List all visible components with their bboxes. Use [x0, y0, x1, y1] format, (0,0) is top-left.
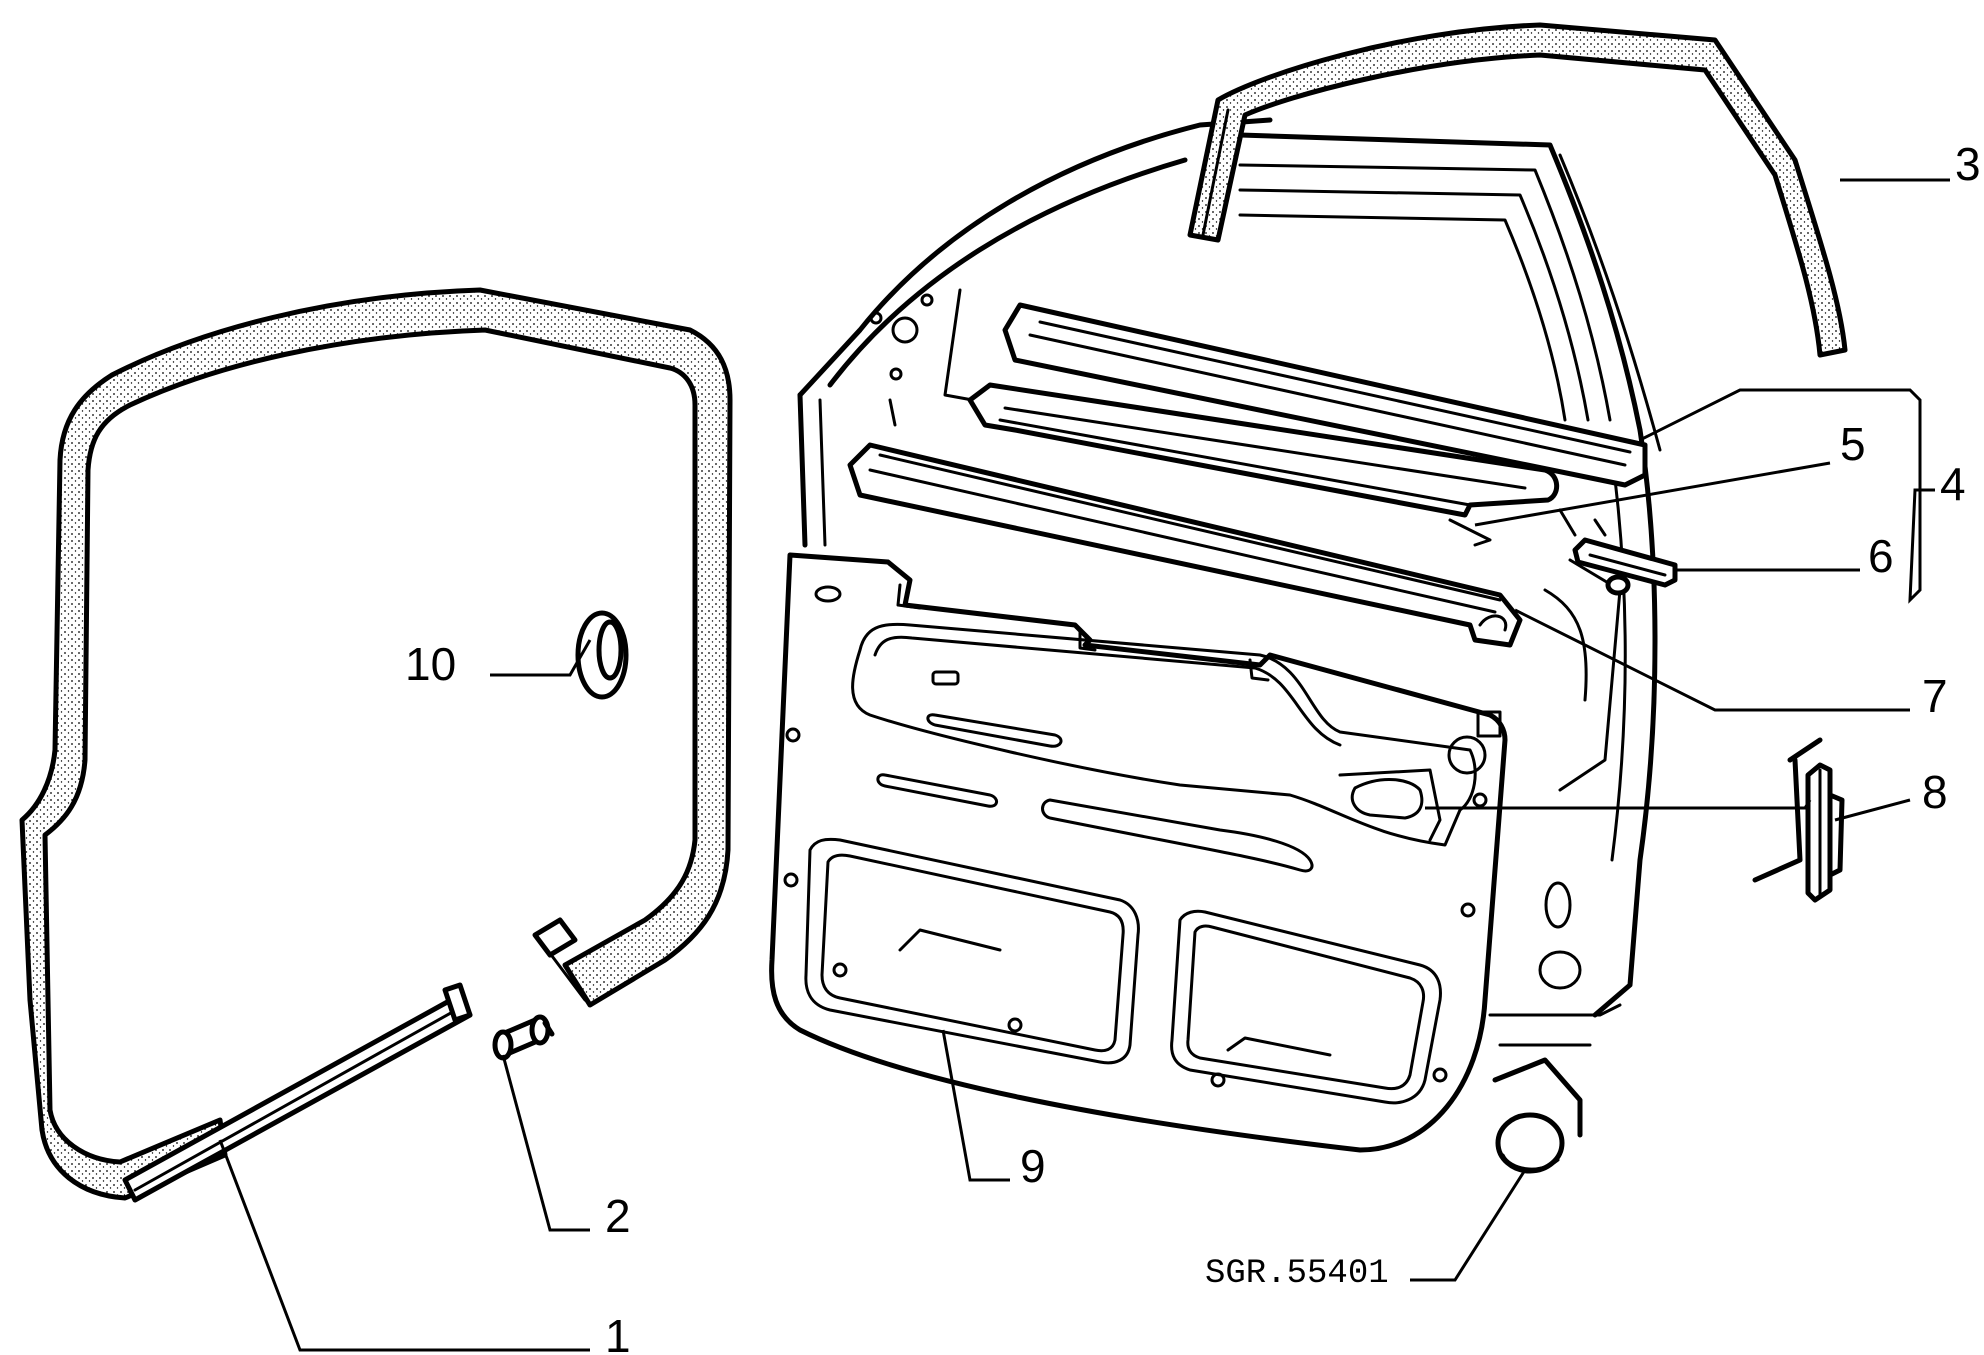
window-frame-seal — [1187, 22, 1848, 358]
callout-6: 6 — [1868, 530, 1894, 582]
belt-moulding — [847, 442, 1523, 648]
callout-2: 2 — [605, 1190, 631, 1242]
callout-9: 9 — [1020, 1140, 1046, 1192]
inner-window-rail — [1002, 302, 1648, 488]
door-shell — [797, 117, 1823, 1138]
callout-5: 5 — [1840, 418, 1866, 470]
handle-bezel — [1805, 762, 1845, 903]
callout-labels: 1 2 3 4 5 6 7 8 9 10 SGR.55401 — [405, 138, 1981, 1355]
speaker-grille — [1495, 1112, 1565, 1174]
leader-lines — [218, 178, 1950, 1352]
callout-4: 4 — [1940, 458, 1966, 510]
door-weatherstrip-seal — [19, 287, 733, 1203]
door-trim-panel — [769, 552, 1508, 1153]
window-channel-strip — [967, 382, 1560, 547]
rubber-plug — [575, 610, 629, 700]
callout-10: 10 — [405, 638, 456, 690]
callout-3: 3 — [1955, 138, 1981, 190]
push-pin-fastener — [492, 1014, 555, 1061]
callout-8: 8 — [1922, 766, 1948, 818]
retaining-clip — [1558, 508, 1678, 596]
callout-7: 7 — [1922, 670, 1948, 722]
callout-1: 1 — [605, 1310, 631, 1355]
drawing-code: SGR.55401 — [1205, 1255, 1389, 1293]
